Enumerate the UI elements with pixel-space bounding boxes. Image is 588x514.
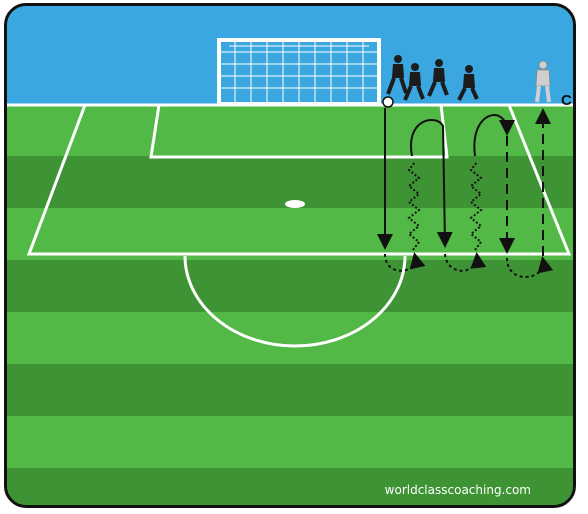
coach-label: C (561, 92, 572, 109)
penalty-spot (285, 200, 305, 208)
sky-backdrop (7, 6, 576, 106)
diagram-frame: C worldclasscoaching.com (4, 3, 576, 508)
ball (383, 97, 393, 107)
soccer-field (7, 6, 576, 508)
grass-stripes (7, 104, 576, 508)
site-credit: worldclasscoaching.com (385, 483, 531, 497)
